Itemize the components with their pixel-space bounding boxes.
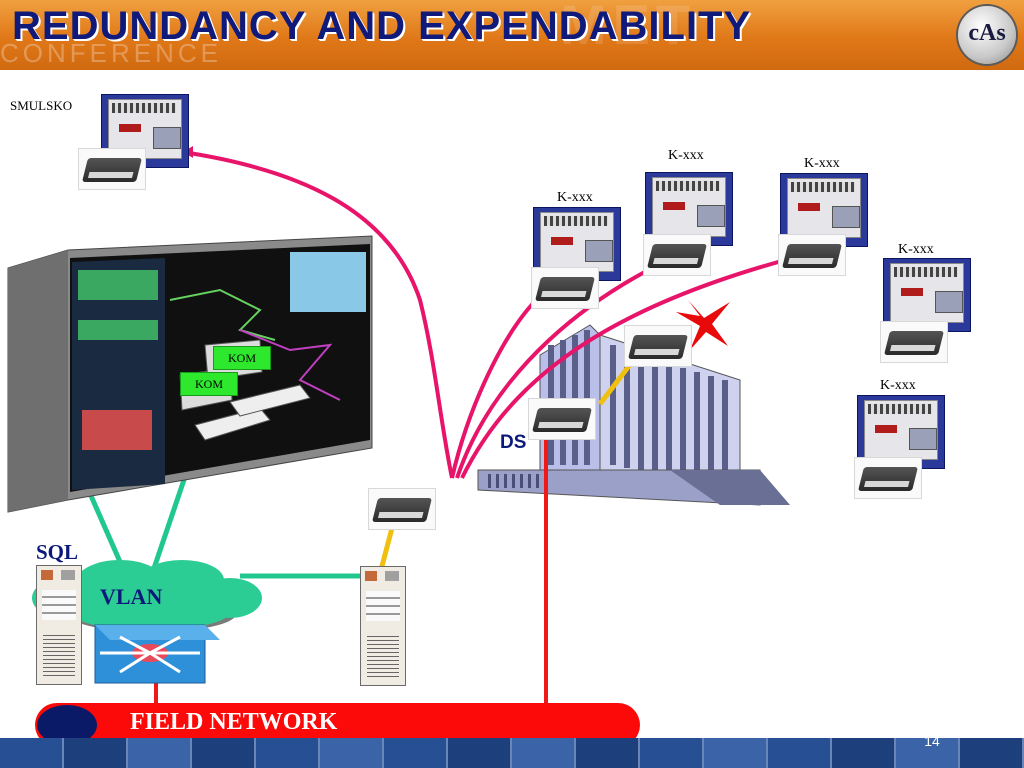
control-room-display	[7, 235, 373, 513]
header-watermark-decor: MET	[560, 0, 697, 56]
kom-badge-2: KOM	[180, 372, 238, 396]
field-network-label: FIELD NETWORK	[130, 709, 338, 735]
vlan-cloud	[32, 560, 262, 632]
label-smulsko: SMULSKO	[10, 98, 73, 113]
slide-header: CONFERENCE MET	[0, 0, 1024, 70]
label-kxxx-2: K-xxx	[668, 148, 704, 163]
modem-ds	[528, 398, 596, 440]
slide-title: REDUNDANCY AND EXPENDABILITY	[12, 4, 752, 48]
rtu-kxxx-4	[883, 258, 971, 332]
label-kxxx-5: K-xxx	[880, 378, 916, 393]
label-sql: SQL	[36, 540, 79, 564]
modem-kxxx-1	[531, 267, 599, 309]
modem-kxxx-2	[643, 234, 711, 276]
kom-badge-1: KOM	[213, 346, 271, 370]
ds-building	[477, 324, 790, 506]
cas-logo: cAs	[958, 6, 1016, 64]
modem-kxxx-3	[778, 234, 846, 276]
slide-number: 14	[924, 733, 940, 749]
field-server	[360, 566, 406, 686]
fault-x-icon	[676, 300, 730, 350]
label-kxxx-1: K-xxx	[557, 190, 593, 205]
logo-text: cAs	[968, 20, 1006, 46]
label-kxxx-3: K-xxx	[804, 156, 840, 171]
modem-smulsko	[78, 148, 146, 190]
yellow-links	[378, 360, 634, 571]
label-ds: DS	[500, 432, 527, 453]
red-links	[154, 440, 548, 703]
sql-server	[36, 565, 82, 685]
modem-ds-backup	[624, 325, 692, 367]
label-vlan: VLAN	[100, 584, 163, 609]
router-arrows-icon	[94, 624, 220, 684]
modem-kxxx-5	[854, 457, 922, 499]
modem-kxxx-4	[880, 321, 948, 363]
label-kxxx-4: K-xxx	[898, 242, 934, 257]
slide-footer	[0, 738, 1024, 768]
modem-field	[368, 488, 436, 530]
header-watermark: CONFERENCE	[0, 38, 223, 68]
